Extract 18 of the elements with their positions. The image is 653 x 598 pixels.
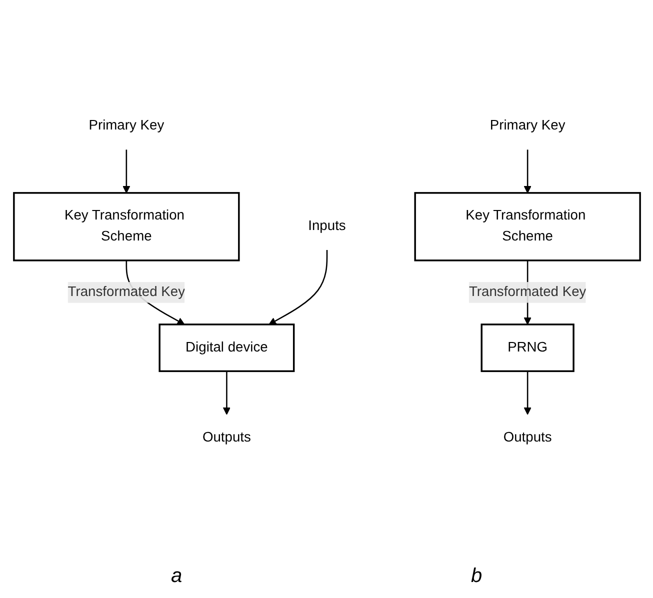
node-text: Primary Key [489,118,565,134]
panel-caption: b [470,565,482,588]
edge-label: Transformated Key [67,285,185,300]
node-text: Outputs [502,430,552,446]
node-box: Key Transformation Scheme [12,192,240,262]
node-text: Primary Key [88,118,164,134]
panel-caption: a [170,565,182,588]
edge-label: Transformated Key [468,285,586,300]
node-box: Key Transformation Scheme [414,192,640,262]
arrow [523,150,531,194]
node-box: Digital device [158,324,294,372]
arrow [268,250,328,326]
arrow [222,372,230,416]
node-text: Outputs [202,430,250,446]
arrow [523,372,531,416]
node-box: PRNG [480,324,574,372]
node-text: Inputs [308,219,346,234]
arrow [122,150,130,194]
